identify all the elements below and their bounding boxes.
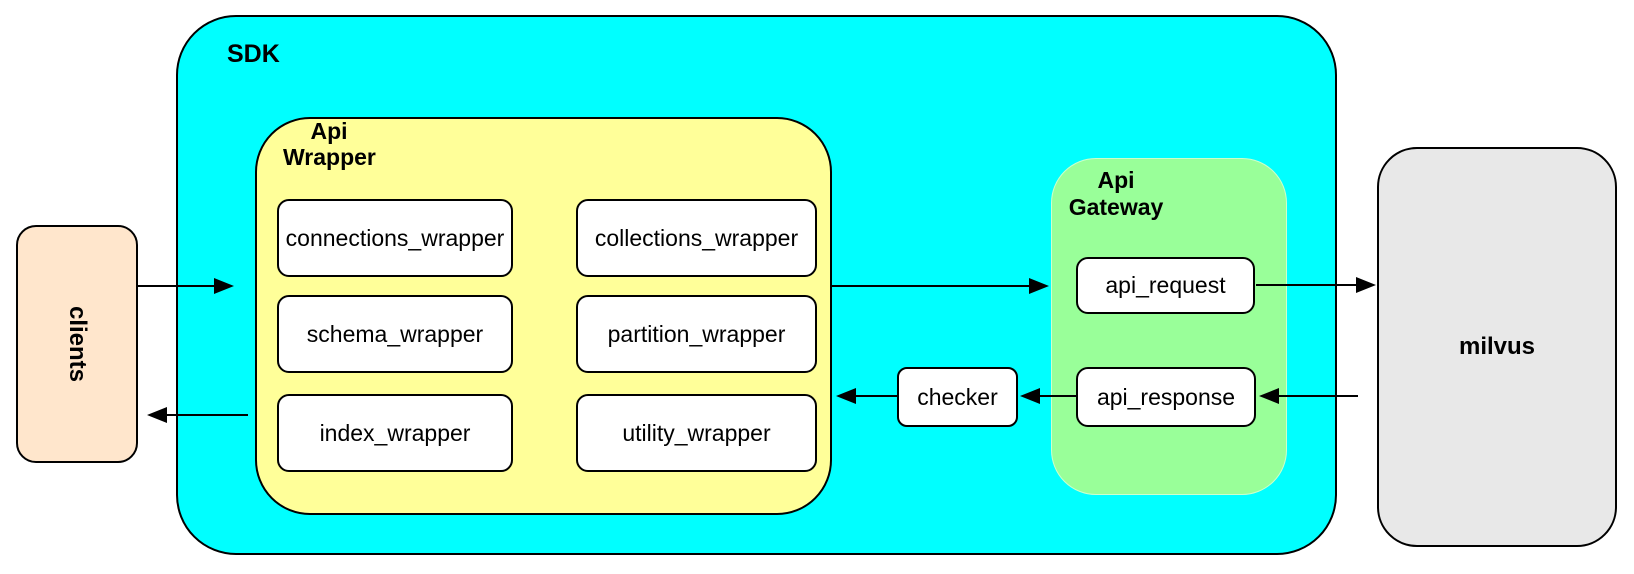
api-gateway-label-line1: Api <box>1097 167 1135 193</box>
milvus-node: milvus <box>1377 147 1617 547</box>
arrowhead-left-icon <box>836 388 856 404</box>
milvus-label: milvus <box>1458 333 1536 360</box>
arrow-line <box>167 414 248 416</box>
api-request-box: api_request <box>1076 257 1255 314</box>
api-wrapper-label-line2: Wrapper <box>283 144 376 170</box>
api-wrapper-label-line1: Api <box>310 118 348 144</box>
connections-wrapper-box: connections_wrapper <box>277 199 513 277</box>
arrowhead-right-icon <box>214 278 234 294</box>
clients-node: clients <box>16 225 138 463</box>
partition-wrapper-box: partition_wrapper <box>576 295 817 373</box>
arrow-line <box>1279 395 1358 397</box>
utility-wrapper-box: utility_wrapper <box>576 394 817 472</box>
arrowhead-left-icon <box>147 407 167 423</box>
arrow-line <box>856 395 897 397</box>
api-gateway-label-line2: Gateway <box>1068 194 1164 220</box>
api-gateway-label: Api Gateway <box>1066 167 1166 221</box>
arrow-line <box>1040 395 1076 397</box>
index-wrapper-box: index_wrapper <box>277 394 513 472</box>
arrow-line <box>831 285 1029 287</box>
api-gateway-container <box>1051 158 1287 495</box>
arrowhead-right-icon <box>1356 277 1376 293</box>
arrowhead-right-icon <box>1029 278 1049 294</box>
sdk-label: SDK <box>227 40 280 68</box>
arrowhead-left-icon <box>1020 388 1040 404</box>
arrow-line <box>1256 284 1356 286</box>
arrow-line <box>138 285 216 287</box>
clients-label: clients <box>64 305 91 383</box>
checker-box: checker <box>897 367 1018 427</box>
api-response-box: api_response <box>1076 367 1256 427</box>
arrowhead-left-icon <box>1259 388 1279 404</box>
collections-wrapper-box: collections_wrapper <box>576 199 817 277</box>
schema-wrapper-box: schema_wrapper <box>277 295 513 373</box>
api-wrapper-label: Api Wrapper <box>283 118 376 170</box>
